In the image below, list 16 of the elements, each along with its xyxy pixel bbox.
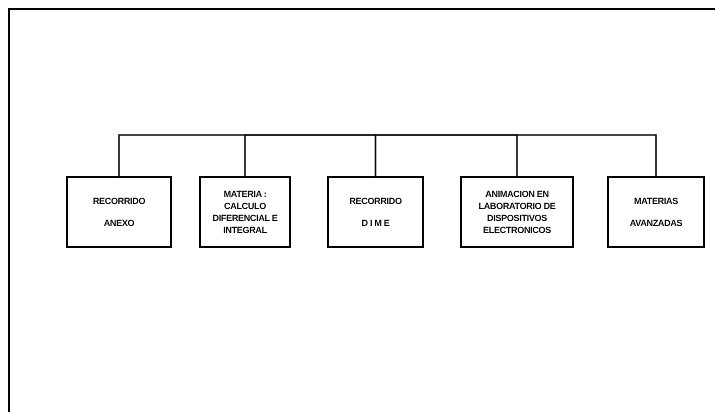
box-text: D I M E [362, 217, 390, 229]
process-box [327, 176, 424, 248]
process-box [66, 176, 172, 248]
process-box [199, 176, 291, 248]
process-box [607, 176, 705, 248]
box-text: ANIMACION EN LABORATORIO DE DISPOSITIVOS ELECTRONICOS [478, 188, 556, 236]
box-text: ANEXO [104, 217, 134, 229]
connector-line [244, 134, 375, 176]
box-text: RECORRIDO [92, 195, 146, 207]
box-text: MATERIA : CALCULO DIFERENCIAL E INTEGRAL [212, 188, 278, 236]
connector-line [375, 134, 657, 176]
box-text: RECORRIDO [349, 195, 402, 207]
box-text: AVANZADAS [630, 217, 682, 229]
connector-line [374, 134, 376, 176]
process-box [460, 176, 574, 248]
box-text: MATERIAS [634, 195, 678, 207]
